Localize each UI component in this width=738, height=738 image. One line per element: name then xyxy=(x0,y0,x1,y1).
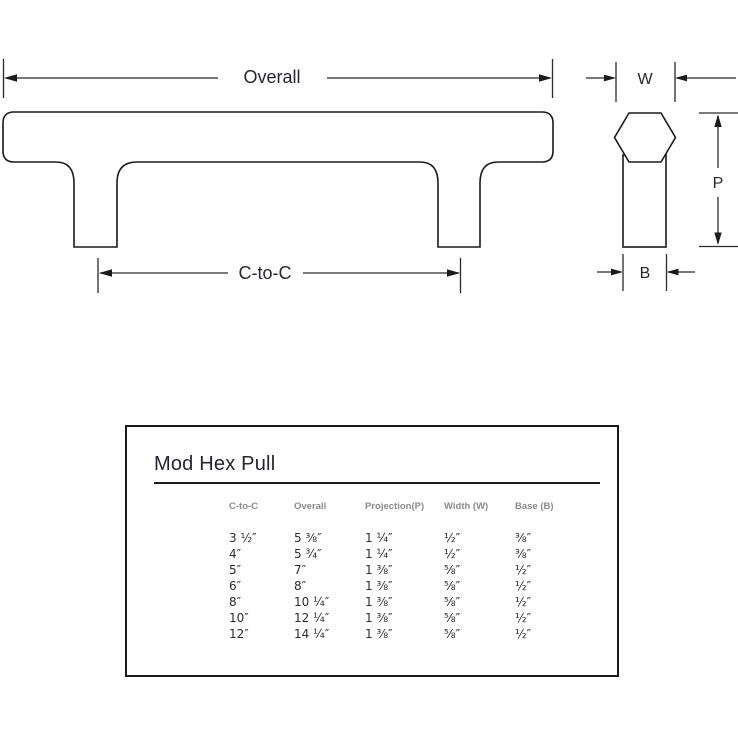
table-row: 4″ 5 ¾″ 1 ¼″ ½″ ⅜″ xyxy=(229,546,595,562)
arrow-right-icon xyxy=(539,74,552,82)
arrow-left-icon xyxy=(666,268,679,276)
arrow-down-icon xyxy=(714,232,722,245)
spec-cell: ⅝″ xyxy=(444,595,461,609)
spec-cell: ⅝″ xyxy=(444,563,461,577)
overall-dimension: Overall xyxy=(2,59,554,98)
spec-cell: ⅝″ xyxy=(444,627,461,641)
arrow-right-icon xyxy=(447,269,460,277)
spec-cell: 10″ xyxy=(229,611,249,625)
spec-cell: ½″ xyxy=(515,611,532,625)
hexagon-shape xyxy=(613,112,677,163)
spec-cell: 5″ xyxy=(229,563,242,577)
spec-cell: 4″ xyxy=(229,547,242,561)
hex-end-view xyxy=(613,112,677,248)
arrow-left-icon xyxy=(99,269,112,277)
spec-cell: 1 ⅜″ xyxy=(365,627,393,641)
spec-cell: ⅜″ xyxy=(515,531,532,545)
spec-table: Mod Hex Pull C-to-C Overall Projection(P… xyxy=(125,425,619,677)
arrow-right-icon xyxy=(604,74,616,82)
spec-cell: 10 ¼″ xyxy=(294,595,330,609)
c-to-c-dimension: C-to-C xyxy=(97,258,462,293)
spec-table-content: C-to-C Overall Projection(P) Width (W) B… xyxy=(229,501,595,642)
spec-cell: 12 ¼″ xyxy=(294,611,330,625)
pull-side-view xyxy=(2,111,554,248)
overall-dimension-label: Overall xyxy=(243,67,300,87)
spec-cell: 3 ½″ xyxy=(229,531,257,545)
arrow-left-icon xyxy=(675,74,687,82)
spec-cell: ⅝″ xyxy=(444,611,461,625)
spec-cell: 12″ xyxy=(229,627,249,641)
spec-table-header-row: C-to-C Overall Projection(P) Width (W) B… xyxy=(229,501,595,513)
table-row: 10″ 12 ¼″ 1 ⅜″ ⅝″ ½″ xyxy=(229,610,595,626)
projection-dimension-label: P xyxy=(713,175,724,192)
base-dimension-label: B xyxy=(640,265,651,282)
spec-cell: ½″ xyxy=(515,627,532,641)
table-row: 8″ 10 ¼″ 1 ⅜″ ⅝″ ½″ xyxy=(229,594,595,610)
spec-cell: 1 ⅜″ xyxy=(365,563,393,577)
post-base-shape xyxy=(622,154,667,248)
spec-cell: 8″ xyxy=(229,595,242,609)
header-width: Width (W) xyxy=(444,501,489,512)
spec-cell: 1 ¼″ xyxy=(365,547,393,561)
spec-cell: ⅜″ xyxy=(515,547,532,561)
width-dimension: W xyxy=(586,62,736,102)
spec-cell: 1 ⅜″ xyxy=(365,611,393,625)
table-row: 5″ 7″ 1 ⅜″ ⅝″ ½″ xyxy=(229,562,595,578)
spec-cell: 1 ⅜″ xyxy=(365,579,393,593)
width-dimension-label: W xyxy=(637,71,653,88)
spec-table-title: Mod Hex Pull xyxy=(154,453,276,475)
pull-profile-shape xyxy=(2,111,554,248)
spec-cell: 5 ¾″ xyxy=(294,547,322,561)
c-to-c-dimension-label: C-to-C xyxy=(239,263,292,283)
header-base: Base (B) xyxy=(515,501,554,512)
spec-cell: ½″ xyxy=(444,547,461,561)
spec-cell: 6″ xyxy=(229,579,242,593)
spec-cell: ½″ xyxy=(515,595,532,609)
arrow-right-icon xyxy=(611,268,623,276)
arrow-up-icon xyxy=(714,114,722,127)
arrow-left-icon xyxy=(4,74,17,82)
spec-cell: 5 ⅜″ xyxy=(294,531,322,545)
spec-cell: ⅝″ xyxy=(444,579,461,593)
projection-dimension: P xyxy=(699,112,738,248)
spec-cell: ½″ xyxy=(515,579,532,593)
spec-cell: 14 ¼″ xyxy=(294,627,330,641)
spec-cell: 8″ xyxy=(294,579,307,593)
spec-cell: 1 ¼″ xyxy=(365,531,393,545)
title-divider xyxy=(154,482,600,484)
spec-cell: ½″ xyxy=(515,563,532,577)
spec-cell: 7″ xyxy=(294,563,307,577)
technical-drawing: Overall C-to-C W P xyxy=(2,59,738,293)
header-c-to-c: C-to-C xyxy=(229,501,259,512)
table-row: 3 ½″ 5 ⅜″ 1 ¼″ ½″ ⅜″ xyxy=(229,530,595,546)
table-row: 12″ 14 ¼″ 1 ⅜″ ⅝″ ½″ xyxy=(229,626,595,642)
spec-cell: 1 ⅜″ xyxy=(365,595,393,609)
spec-cell: ½″ xyxy=(444,531,461,545)
table-row: 6″ 8″ 1 ⅜″ ⅝″ ½″ xyxy=(229,578,595,594)
header-overall: Overall xyxy=(294,501,327,512)
header-projection: Projection(P) xyxy=(365,501,425,512)
base-dimension: B xyxy=(597,254,695,291)
